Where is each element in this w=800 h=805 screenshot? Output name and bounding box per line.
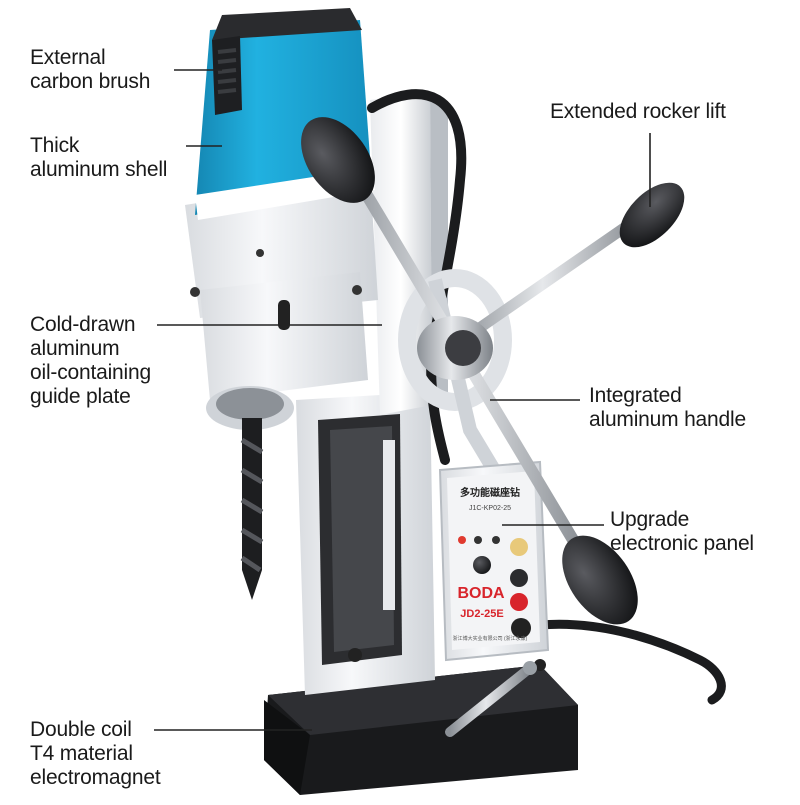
stop-button[interactable] (510, 593, 528, 611)
indicator-light-icon (492, 536, 500, 544)
panel-maker: 浙江博大实业有限公司 (浙江永康) (453, 635, 528, 642)
handle-grip-icon (301, 117, 375, 203)
electronic-panel: 多功能磁座钻 J1C-KP02-25 BODA JD2-25E 浙江博大实业有限… (438, 460, 550, 662)
start-button[interactable] (510, 569, 528, 587)
power-switch-knob[interactable] (511, 618, 531, 638)
panel-title: 多功能磁座钻 (460, 486, 520, 499)
panel-brand: BODA (457, 585, 505, 602)
callout-extended-rocker-lift: Extended rocker lift (550, 100, 726, 123)
handle-grip-icon (562, 535, 638, 625)
spare-handle (445, 661, 537, 737)
panel-model-top: J1C-KP02-25 (469, 505, 511, 512)
callout-thick-aluminum-shell: Thick aluminum shell (30, 134, 168, 181)
panel-model: JD2-25E (460, 608, 503, 620)
speed-knob[interactable] (473, 556, 491, 574)
callout-double-coil-electromagnet: Double coil T4 material electromagnet (30, 718, 161, 789)
lower-body (296, 392, 546, 695)
magnet-button[interactable] (510, 538, 528, 556)
callout-upgrade-electronic-panel: Upgrade electronic panel (610, 508, 754, 555)
callout-lines (154, 69, 651, 731)
rocker-lift-handles (301, 117, 685, 625)
power-cord (535, 619, 726, 705)
callout-cold-drawn-guide-plate: Cold-drawn aluminum oil-containing guide… (30, 313, 151, 408)
indicator-light-icon (458, 536, 466, 544)
handle-grip-icon (619, 182, 685, 248)
callout-external-carbon-brush: External carbon brush (30, 46, 151, 93)
drill-bit (240, 418, 264, 600)
indicator-light-icon (474, 536, 482, 544)
callout-integrated-aluminum-handle: Integrated aluminum handle (589, 384, 746, 431)
